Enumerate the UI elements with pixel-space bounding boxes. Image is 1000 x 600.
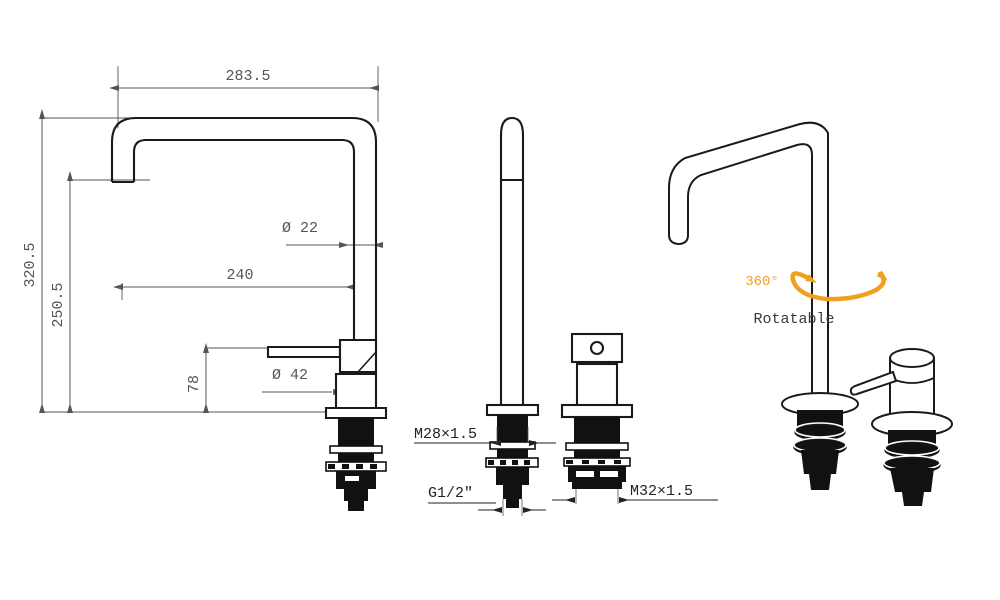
persp-handle-shank-lower: [890, 468, 934, 492]
handle-shank-lower: [568, 466, 626, 482]
side-inlet-stem: [503, 485, 522, 499]
callout-spout-shank-thread: M28×1.5: [414, 426, 556, 446]
persp-handle-inlet: [902, 492, 924, 506]
front-mounting-shank: [325, 418, 387, 511]
callout-inlet-thread: G1/2": [428, 485, 546, 516]
dim-body-diameter-label: Ø 42: [272, 367, 308, 384]
front-handle-cap: [338, 338, 378, 374]
side-escutcheon: [485, 403, 540, 417]
front-elevation-view: 283.5 320.5 250.5 Ø 22 240 78: [22, 66, 388, 511]
handle-cap-block: [570, 332, 624, 364]
dim-spout-reach-label: 240: [226, 267, 253, 284]
front-shank-slot: [345, 476, 359, 481]
dim-handle-base-height-label: 78: [186, 375, 203, 393]
dim-handle-base-height: 78: [186, 343, 209, 413]
persp-handle-lever: [849, 370, 898, 396]
side-mounting-shank: [485, 403, 540, 508]
handle-mounting-shank: [560, 403, 634, 489]
side-shank-lower: [496, 467, 529, 485]
dim-spout-tube-diameter-label: Ø 22: [282, 220, 318, 237]
dim-spout-tube-diameter: Ø 22: [282, 220, 383, 248]
front-body: [266, 338, 388, 420]
persp-spout-base: [781, 392, 859, 490]
front-escutcheon: [324, 406, 388, 420]
persp-handle-washer-gap-1: [884, 440, 940, 456]
side-spout-outline: [499, 116, 525, 407]
perspective-3d-view: 360° Rotatable: [668, 121, 953, 506]
persp-spout-inlet: [809, 474, 831, 490]
front-castellated-ring: [328, 464, 377, 469]
handle-shank-base: [572, 482, 622, 489]
rotation-text-label: Rotatable: [753, 311, 834, 328]
front-washer-1: [329, 445, 383, 454]
dim-overall-height: 320.5: [22, 109, 45, 413]
handle-castellated-ring: [566, 460, 621, 464]
dim-overall-width-label: 283.5: [225, 68, 270, 85]
front-inlet-tip: [348, 501, 364, 511]
callout-spout-shank-thread-label: M28×1.5: [414, 426, 477, 443]
front-lever-arm: [266, 345, 342, 359]
side-shank-thread: [497, 415, 528, 442]
front-shank-mid: [338, 453, 374, 462]
front-handle-bevel: [357, 351, 377, 373]
dim-spout-reach: 240: [113, 267, 355, 290]
dim-overall-height-label: 320.5: [22, 242, 39, 287]
persp-handle: [849, 348, 953, 506]
front-inlet-stem: [344, 489, 368, 501]
persp-spout-washer-gap-1: [794, 422, 846, 438]
front-spout-outline: [110, 116, 378, 348]
handle-slot-right: [600, 471, 618, 477]
handle-body-cylinder: [575, 362, 619, 410]
rotation-angle-label: 360°: [745, 274, 779, 290]
callout-inlet-thread-label: G1/2": [428, 485, 473, 502]
side-castellated-ring: [488, 460, 530, 465]
rotation-annotation: 360° Rotatable: [745, 270, 888, 328]
handle-slot-left: [576, 471, 594, 477]
handle-setscrew-hole-icon: [589, 340, 605, 356]
dim-spout-height: 250.5: [50, 171, 73, 413]
persp-spout-outline: [668, 121, 829, 400]
persp-spout-shank-lower: [801, 450, 839, 474]
rotation-arrow-icon: [790, 270, 888, 302]
callout-handle-shank-thread: M32×1.5: [552, 483, 718, 504]
handle-washer-1: [565, 442, 629, 451]
callout-handle-shank-thread-label: M32×1.5: [630, 483, 693, 500]
handle-escutcheon: [560, 403, 634, 419]
persp-handle-cap-top: [889, 348, 935, 368]
handle-shank-mid: [574, 450, 620, 458]
handle-unit-view: M32×1.5: [552, 332, 718, 504]
side-elevation-view: M28×1.5 G1/2": [414, 116, 556, 516]
front-shank-thread: [338, 418, 374, 446]
side-shank-mid: [497, 449, 528, 458]
dim-overall-width: 283.5: [109, 68, 379, 91]
front-body-cylinder: [334, 372, 378, 410]
dim-spout-height-label: 250.5: [50, 282, 67, 327]
side-inlet-tip: [506, 499, 519, 508]
handle-shank-thread: [574, 417, 620, 443]
